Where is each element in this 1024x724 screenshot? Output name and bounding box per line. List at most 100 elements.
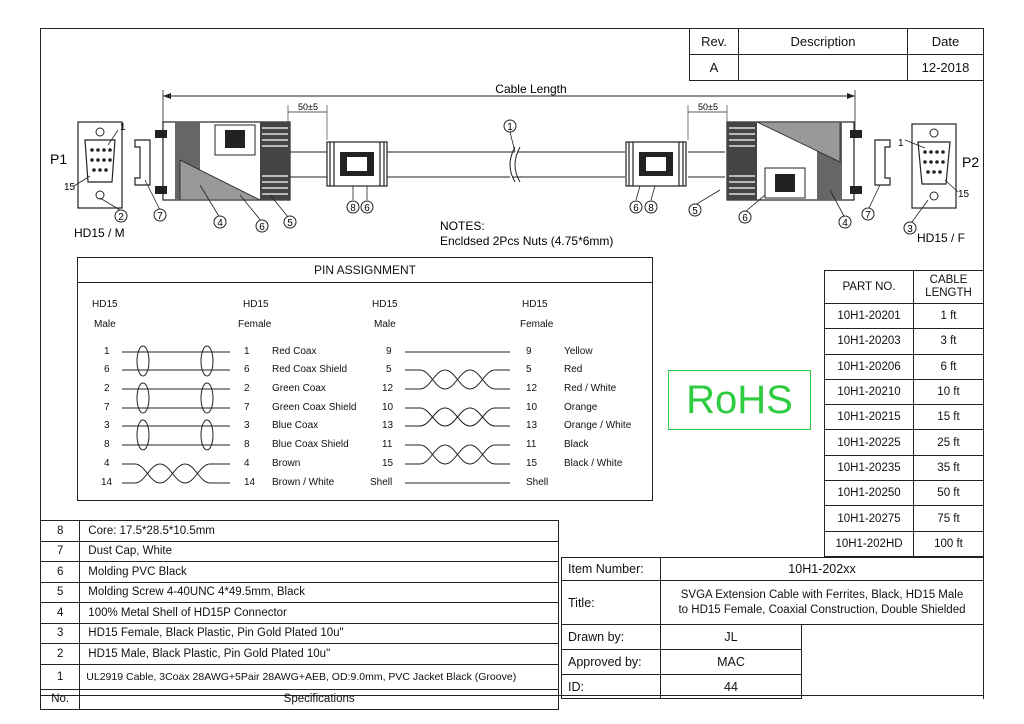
pin-left-a: 14 bbox=[101, 477, 113, 488]
title-block: Item Number: 10H1-202xx Title: SVGA Exte… bbox=[561, 557, 984, 699]
callout-right-7: 7 bbox=[865, 210, 871, 221]
spec-no: 1 bbox=[39, 663, 81, 690]
dim-left-label: 50±5 bbox=[298, 102, 318, 112]
pin-right-signal: Black bbox=[564, 439, 589, 450]
item-number-label: Item Number: bbox=[561, 557, 661, 581]
rohs-badge: RoHS bbox=[668, 370, 811, 430]
part-no-cell: 10H1-20275 bbox=[824, 505, 914, 532]
p2-pin-1: 1 bbox=[898, 138, 904, 149]
pin-right-signal: Red / White bbox=[564, 383, 617, 394]
p1-pin-1: 1 bbox=[120, 122, 126, 133]
drawn-by-label: Drawn by: bbox=[561, 624, 661, 650]
callout-right-8: 8 bbox=[648, 203, 654, 214]
pin-left-a: 1 bbox=[104, 346, 110, 357]
pin-right-a: 15 bbox=[382, 458, 394, 469]
pin-left-b: 1 bbox=[244, 346, 250, 357]
pin-left-b: 4 bbox=[244, 458, 250, 469]
spec-text: HD15 Male, Black Plastic, Pin Gold Plate… bbox=[79, 643, 559, 665]
title-line-1: SVGA Extension Cable with Ferrites, Blac… bbox=[680, 588, 964, 601]
col3-header-line2: Male bbox=[374, 319, 396, 330]
pin-right-b: 9 bbox=[526, 346, 532, 357]
id-label: ID: bbox=[561, 674, 661, 699]
spec-footer-no: No. bbox=[39, 688, 81, 710]
drawn-by-value: JL bbox=[660, 624, 802, 650]
pin-right-b: 11 bbox=[526, 439, 537, 450]
pin-left-a: 3 bbox=[104, 420, 110, 431]
spec-text: Molding Screw 4-40UNC 4*49.5mm, Black bbox=[79, 581, 559, 603]
pin-right-b: 10 bbox=[526, 402, 538, 413]
col2-header-line1: HD15 bbox=[243, 299, 269, 310]
p1-type: HD15 / M bbox=[74, 226, 125, 240]
pin-right-signal: Red bbox=[564, 364, 583, 375]
spec-no: 3 bbox=[39, 622, 81, 644]
p2-label: P2 bbox=[962, 154, 979, 170]
part-no-cell: 10H1-20206 bbox=[824, 353, 914, 380]
pin-left-a: 4 bbox=[104, 458, 110, 469]
pin-left-a: 8 bbox=[104, 439, 110, 450]
left-molded-connector bbox=[155, 121, 291, 201]
callout-left-7: 7 bbox=[157, 211, 163, 222]
part-no-header: PART NO. bbox=[824, 270, 914, 304]
approved-by-label: Approved by: bbox=[561, 649, 661, 675]
callout-p2: 3 bbox=[907, 224, 913, 235]
title-line-2: to HD15 Female, Coaxial Construction, Do… bbox=[678, 603, 966, 616]
p2-connector-face bbox=[911, 123, 957, 209]
pin-right-signal: Black / White bbox=[564, 458, 623, 469]
callout-right-6: 6 bbox=[633, 203, 639, 214]
rev-value: A bbox=[689, 54, 739, 81]
spec-no: 5 bbox=[39, 581, 81, 603]
pin-left-b: 3 bbox=[244, 420, 250, 431]
pin-left-a: 7 bbox=[104, 402, 110, 413]
pin-right-a: 12 bbox=[382, 383, 394, 394]
col4-header-line1: HD15 bbox=[522, 299, 548, 310]
callout-right-5: 5 bbox=[692, 206, 698, 217]
p1-label: P1 bbox=[50, 151, 67, 167]
part-no-cell: 10H1-20201 bbox=[824, 302, 914, 330]
length-cell: 75 ft bbox=[913, 505, 984, 532]
length-cell: 35 ft bbox=[913, 454, 984, 482]
pin-left-signal: Green Coax bbox=[272, 383, 326, 394]
col2-header-line2: Female bbox=[238, 319, 272, 330]
spec-no: 8 bbox=[39, 520, 81, 542]
pin-left-b: 14 bbox=[244, 477, 256, 488]
pin-right-b: 15 bbox=[526, 458, 538, 469]
pin-right-a: 13 bbox=[382, 420, 394, 431]
date-value: 12-2018 bbox=[907, 54, 984, 81]
notes-text: Encldsed 2Pcs Nuts (4.75*6mm) bbox=[440, 234, 613, 248]
callout-left-6: 6 bbox=[259, 222, 265, 233]
pin-left-b: 2 bbox=[244, 383, 250, 394]
pin-right-a: 5 bbox=[386, 364, 392, 375]
cable-length-label: Cable Length bbox=[495, 82, 566, 96]
cable-drawing: 1 2 3 7 4 6 5 8 6 6 8 5 6 4 7 Cable Leng… bbox=[50, 82, 979, 248]
callout-left-4: 4 bbox=[217, 218, 223, 229]
callout-left-6b: 6 bbox=[364, 203, 370, 214]
part-no-cell: 10H1-202HD bbox=[824, 530, 914, 557]
spec-text: UL2919 Cable, 3Coax 28AWG+5Pair 28AWG+AE… bbox=[79, 663, 559, 690]
pin-right-a: 11 bbox=[382, 439, 393, 450]
callout-right-6b: 6 bbox=[742, 213, 748, 224]
spec-no: 7 bbox=[39, 540, 81, 562]
spec-no: 2 bbox=[39, 643, 81, 665]
length-cell: 100 ft bbox=[913, 530, 984, 557]
length-cell: 25 ft bbox=[913, 429, 984, 456]
callout-left-5: 5 bbox=[287, 218, 293, 229]
pin-left-b: 8 bbox=[244, 439, 250, 450]
pin-left-b: 7 bbox=[244, 402, 250, 413]
callout-left-8: 8 bbox=[350, 203, 356, 214]
part-no-cell: 10H1-20250 bbox=[824, 480, 914, 507]
pin-right-signal: Orange bbox=[564, 402, 598, 413]
col1-header-line2: Male bbox=[94, 319, 116, 330]
left-ferrite-core bbox=[326, 141, 388, 187]
right-molded-connector bbox=[726, 121, 862, 201]
pin-right-a: Shell bbox=[370, 477, 393, 488]
length-cell: 10 ft bbox=[913, 378, 984, 406]
part-no-cell: 10H1-20210 bbox=[824, 378, 914, 406]
title-block-blank bbox=[801, 624, 984, 699]
pin-right-b: 13 bbox=[526, 420, 538, 431]
spec-no: 4 bbox=[39, 602, 81, 624]
pin-left-signal: Red Coax Shield bbox=[272, 364, 348, 375]
spec-text: Core: 17.5*28.5*10.5mm bbox=[79, 520, 559, 542]
pin-right-a: 10 bbox=[382, 402, 394, 413]
